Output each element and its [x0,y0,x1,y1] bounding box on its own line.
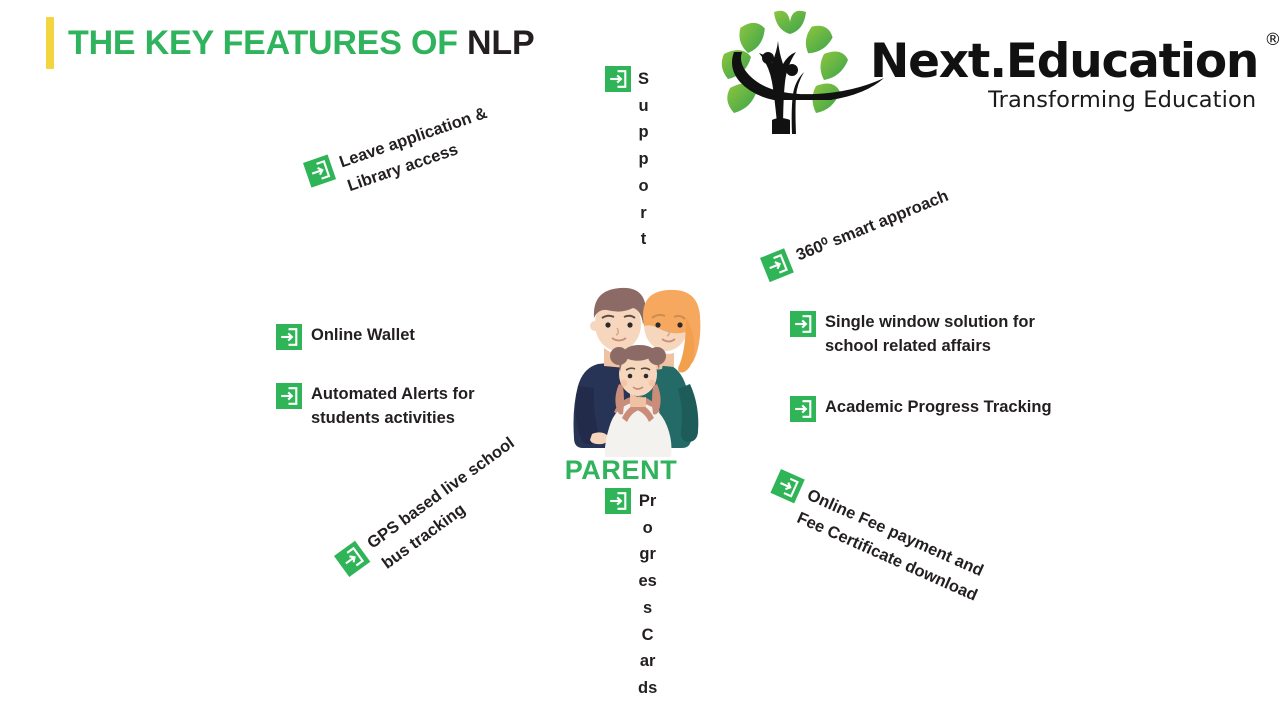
logo-name: Next.Education ® [870,32,1280,86]
feature-label: Academic Progress Tracking [825,398,1052,416]
father-hair [593,287,646,324]
center-label-text: PARENT [564,455,678,485]
feature-online-wallet[interactable]: Online Wallet [276,324,415,350]
title-text-green: THE KEY FEATURES OF [68,24,468,62]
login-icon [605,66,631,92]
next-education-logo: Next.Education ® Transforming Education [712,6,1280,136]
login-icon [790,396,816,422]
stacked-letter: r [640,203,647,222]
feature-single-window-solution[interactable]: Single window solution for school relate… [790,311,1035,359]
feature-label: Online Wallet [311,326,415,344]
logo-name-part1: Next. [870,34,1007,89]
feature-label: Single window solution for school relate… [825,313,1035,355]
title-accent-bar [46,17,54,69]
title-text: THE KEY FEATURES OF NLP [68,24,535,62]
stacked-letter: S [638,70,650,88]
stacked-letter: u [638,96,649,115]
page-title: THE KEY FEATURES OF NLP [46,17,535,69]
feature-automated-alerts[interactable]: Automated Alerts for students activities [276,383,475,431]
feature-label: 360⁰ smart approach [793,186,952,265]
feature-label: GPS based live school bus tracking [364,433,518,573]
stacked-letter: o [638,176,649,195]
smile-swoosh-icon [732,52,884,100]
stacked-letter: o [642,518,653,537]
feature-label: Automated Alerts for students activities [311,385,475,427]
child-hair-bun-left [610,347,628,365]
login-icon [303,154,337,188]
feature-label: Online Fee payment and Fee Certificate d… [794,485,986,605]
mother-hair [643,289,701,366]
logo-wordmark: Next.Education ® Transforming Education [870,32,1280,114]
center-label: PARENT [0,455,1280,486]
stacked-letter: ds [638,679,658,698]
login-icon [605,488,631,514]
login-icon [760,248,794,283]
stacked-letter: ar [639,652,656,671]
registered-trademark-icon: ® [1264,30,1280,50]
tree-logo-icon [721,10,848,134]
child-dress [604,402,672,457]
family-illustration [573,287,701,457]
login-icon [276,383,302,409]
stacked-letter: t [640,230,647,249]
feature-academic-progress-tracking[interactable]: Academic Progress Tracking [790,396,1052,422]
child-hair-bun-right [648,347,666,365]
feature-gps-bus-tracking[interactable]: GPS based live school bus tracking [334,431,535,596]
stacked-letter: s [643,598,653,617]
stacked-letter: C [641,625,654,644]
stacked-letter: p [638,123,649,142]
login-icon [770,469,805,504]
logo-tagline: Transforming Education [988,87,1257,113]
logo-name-part2: Education [1005,34,1260,89]
feature-smart-approach[interactable]: 360⁰ smart approach [760,184,953,283]
stacked-letter: Pr [638,492,657,510]
feature-online-fee-payment[interactable]: Online Fee payment and Fee Certificate d… [761,469,992,608]
feature-leave-application-library-access[interactable]: Leave application & Library access [303,101,499,210]
title-text-dark: NLP [467,24,535,62]
feature-label: Leave application & Library access [337,103,490,195]
stacked-letter: gr [639,545,656,564]
login-icon [790,311,816,337]
stacked-letter: es [638,572,657,591]
stacked-letter: p [638,150,649,169]
login-icon [276,324,302,350]
login-icon [334,540,371,578]
